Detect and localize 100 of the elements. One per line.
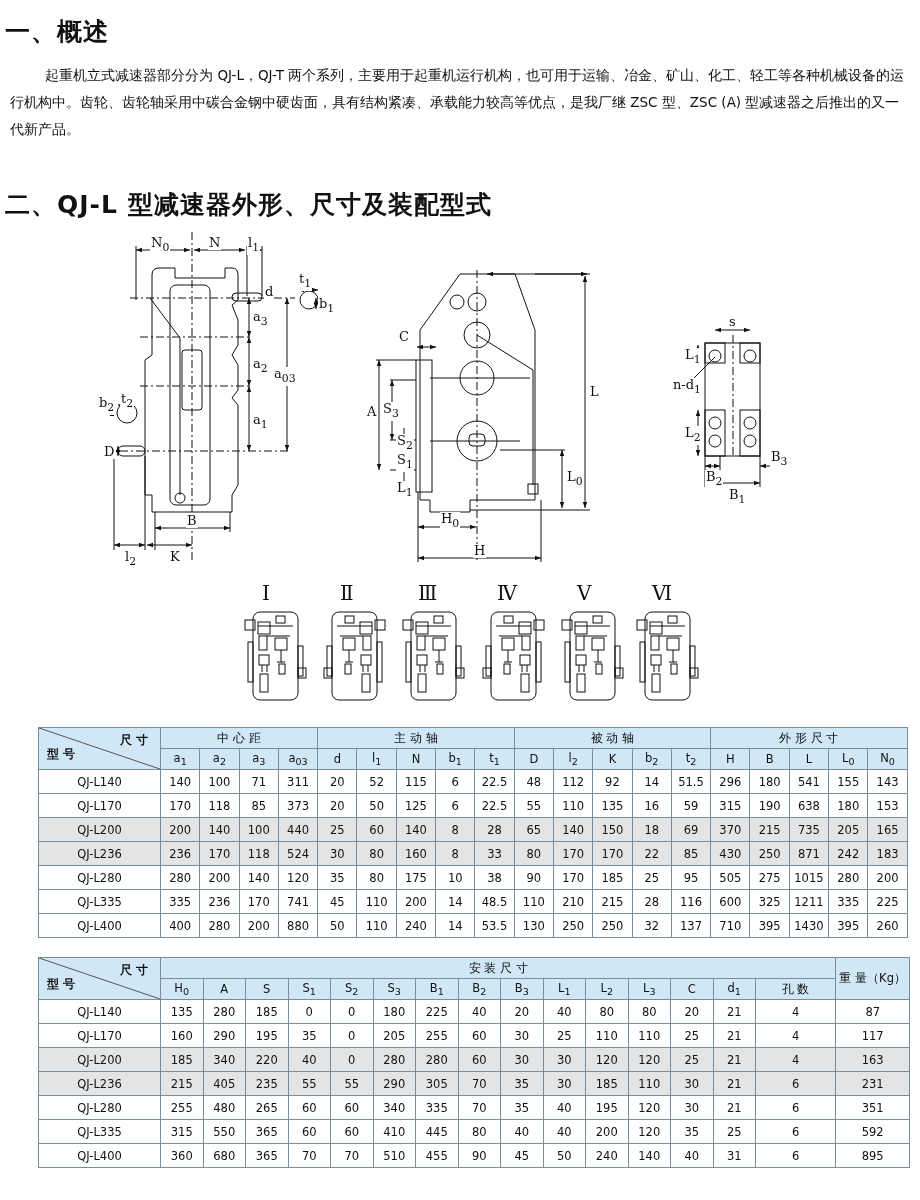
dimension-label: H	[473, 544, 487, 558]
table-cell: 250	[553, 913, 593, 938]
table-cell: 92	[592, 769, 633, 794]
table-cell: 35	[288, 1023, 331, 1048]
table-cell: 200	[239, 913, 279, 938]
table-cell: 236	[199, 889, 240, 914]
dimension-label: B$_{3}$	[770, 450, 789, 469]
table-cell: 455	[415, 1143, 458, 1168]
table-cell: 53.5	[474, 913, 515, 938]
table-cell: 280	[203, 999, 246, 1024]
dimension-label: t$_{2}$	[120, 392, 135, 411]
table-cell: 71	[239, 769, 279, 794]
table-cell: 710	[710, 913, 750, 938]
table-cell: 296	[710, 769, 750, 794]
table-cell: 95	[671, 865, 711, 890]
arrangement-numeral: Ⅲ	[418, 582, 438, 604]
table-cell: 200	[585, 1119, 628, 1144]
table-cell: 112	[553, 769, 593, 794]
table-cell: 260	[867, 913, 908, 938]
table-cell: 110	[357, 913, 397, 938]
table-cell: 40	[543, 1095, 586, 1120]
table-cell: 30	[500, 1023, 543, 1048]
table-cell: 60	[330, 1119, 373, 1144]
table-cell: 主 动 轴	[317, 727, 515, 749]
table-cell: 180	[750, 769, 790, 794]
dimension-label: l$_{1}$	[247, 236, 261, 255]
table-cell: 6	[755, 1095, 836, 1120]
table-cell: 21	[713, 1023, 756, 1048]
table-cell: QJ-L170	[38, 1023, 161, 1048]
section-heading: 二、QJ-L 型减速器外形、尺寸及装配型式	[5, 189, 492, 221]
table-cell: 21	[713, 1095, 756, 1120]
header-label: 型 号	[47, 976, 76, 993]
table-cell: 55	[514, 793, 554, 818]
table-cell: 1211	[789, 889, 829, 914]
table-cell: 90	[514, 865, 554, 890]
table-cell: 240	[585, 1143, 628, 1168]
table-cell: 195	[245, 1023, 288, 1048]
table-cell: 365	[245, 1143, 288, 1168]
table-cell: 28	[632, 889, 672, 914]
table-cell: 87	[835, 999, 910, 1024]
table-cell: 1430	[789, 913, 829, 938]
table-cell: 510	[373, 1143, 416, 1168]
arrangement-numeral: Ⅴ	[577, 582, 592, 604]
table-cell: 110	[628, 1023, 671, 1048]
table-cell: 110	[514, 889, 554, 914]
table-cell: 4	[755, 999, 836, 1024]
table-cell: 50	[543, 1143, 586, 1168]
table-cell: 35	[670, 1119, 713, 1144]
table-cell: 35	[317, 865, 357, 890]
table-cell: QJ-L140	[38, 999, 161, 1024]
table-cell: 48.5	[474, 889, 515, 914]
table-cell: 6	[435, 793, 475, 818]
table-cell: 60	[288, 1119, 331, 1144]
table-cell: 250	[592, 913, 633, 938]
table-cell: 335	[160, 889, 200, 914]
table-cell: 135	[592, 793, 633, 818]
table-cell: 137	[671, 913, 711, 938]
table-cell: 10	[435, 865, 475, 890]
arrangement-numeral: Ⅵ	[652, 582, 673, 604]
table-cell: 20	[317, 769, 357, 794]
table-cell: 290	[203, 1023, 246, 1048]
table-cell: 140	[239, 865, 279, 890]
table-cell: 116	[671, 889, 711, 914]
table-cell: 120	[278, 865, 318, 890]
table-cell: 被 动 轴	[514, 727, 711, 749]
arrangement-numeral: Ⅰ	[262, 582, 270, 604]
table-cell: 311	[278, 769, 318, 794]
table-cell: QJ-L200	[38, 1047, 161, 1072]
table-cell: 安 装 尺 寸	[160, 957, 836, 979]
table-cell: 115	[396, 769, 436, 794]
table-cell: 60	[288, 1095, 331, 1120]
table-cell: 48	[514, 769, 554, 794]
table-cell: 32	[632, 913, 672, 938]
table-cell: 180	[373, 999, 416, 1024]
table-cell: 25	[670, 1023, 713, 1048]
table-cell: 6	[755, 1143, 836, 1168]
table-cell: 200	[396, 889, 436, 914]
table-cell: 1015	[789, 865, 829, 890]
table-cell: 40	[458, 999, 501, 1024]
table-cell: 70	[288, 1143, 331, 1168]
table-cell: 0	[330, 1023, 373, 1048]
table-cell: QJ-L140	[38, 769, 161, 794]
table-cell: 6	[435, 769, 475, 794]
table-cell: 45	[500, 1143, 543, 1168]
header-label: 型 号	[47, 746, 76, 763]
table-cell: 335	[415, 1095, 458, 1120]
table-cell: 280	[160, 865, 200, 890]
table-cell: 680	[203, 1143, 246, 1168]
table-cell: 895	[835, 1143, 910, 1168]
table-cell: 25	[632, 865, 672, 890]
table-cell: 340	[373, 1095, 416, 1120]
table-cell: 70	[330, 1143, 373, 1168]
table-cell: 195	[585, 1095, 628, 1120]
table-cell: 25	[713, 1119, 756, 1144]
table-cell: 638	[789, 793, 829, 818]
table-cell: 351	[835, 1095, 910, 1120]
dimension-label: B$_{2}$	[705, 470, 724, 489]
dimension-label: H$_{0}$	[440, 512, 461, 531]
table-cell: 20	[500, 999, 543, 1024]
table-cell: 120	[628, 1119, 671, 1144]
